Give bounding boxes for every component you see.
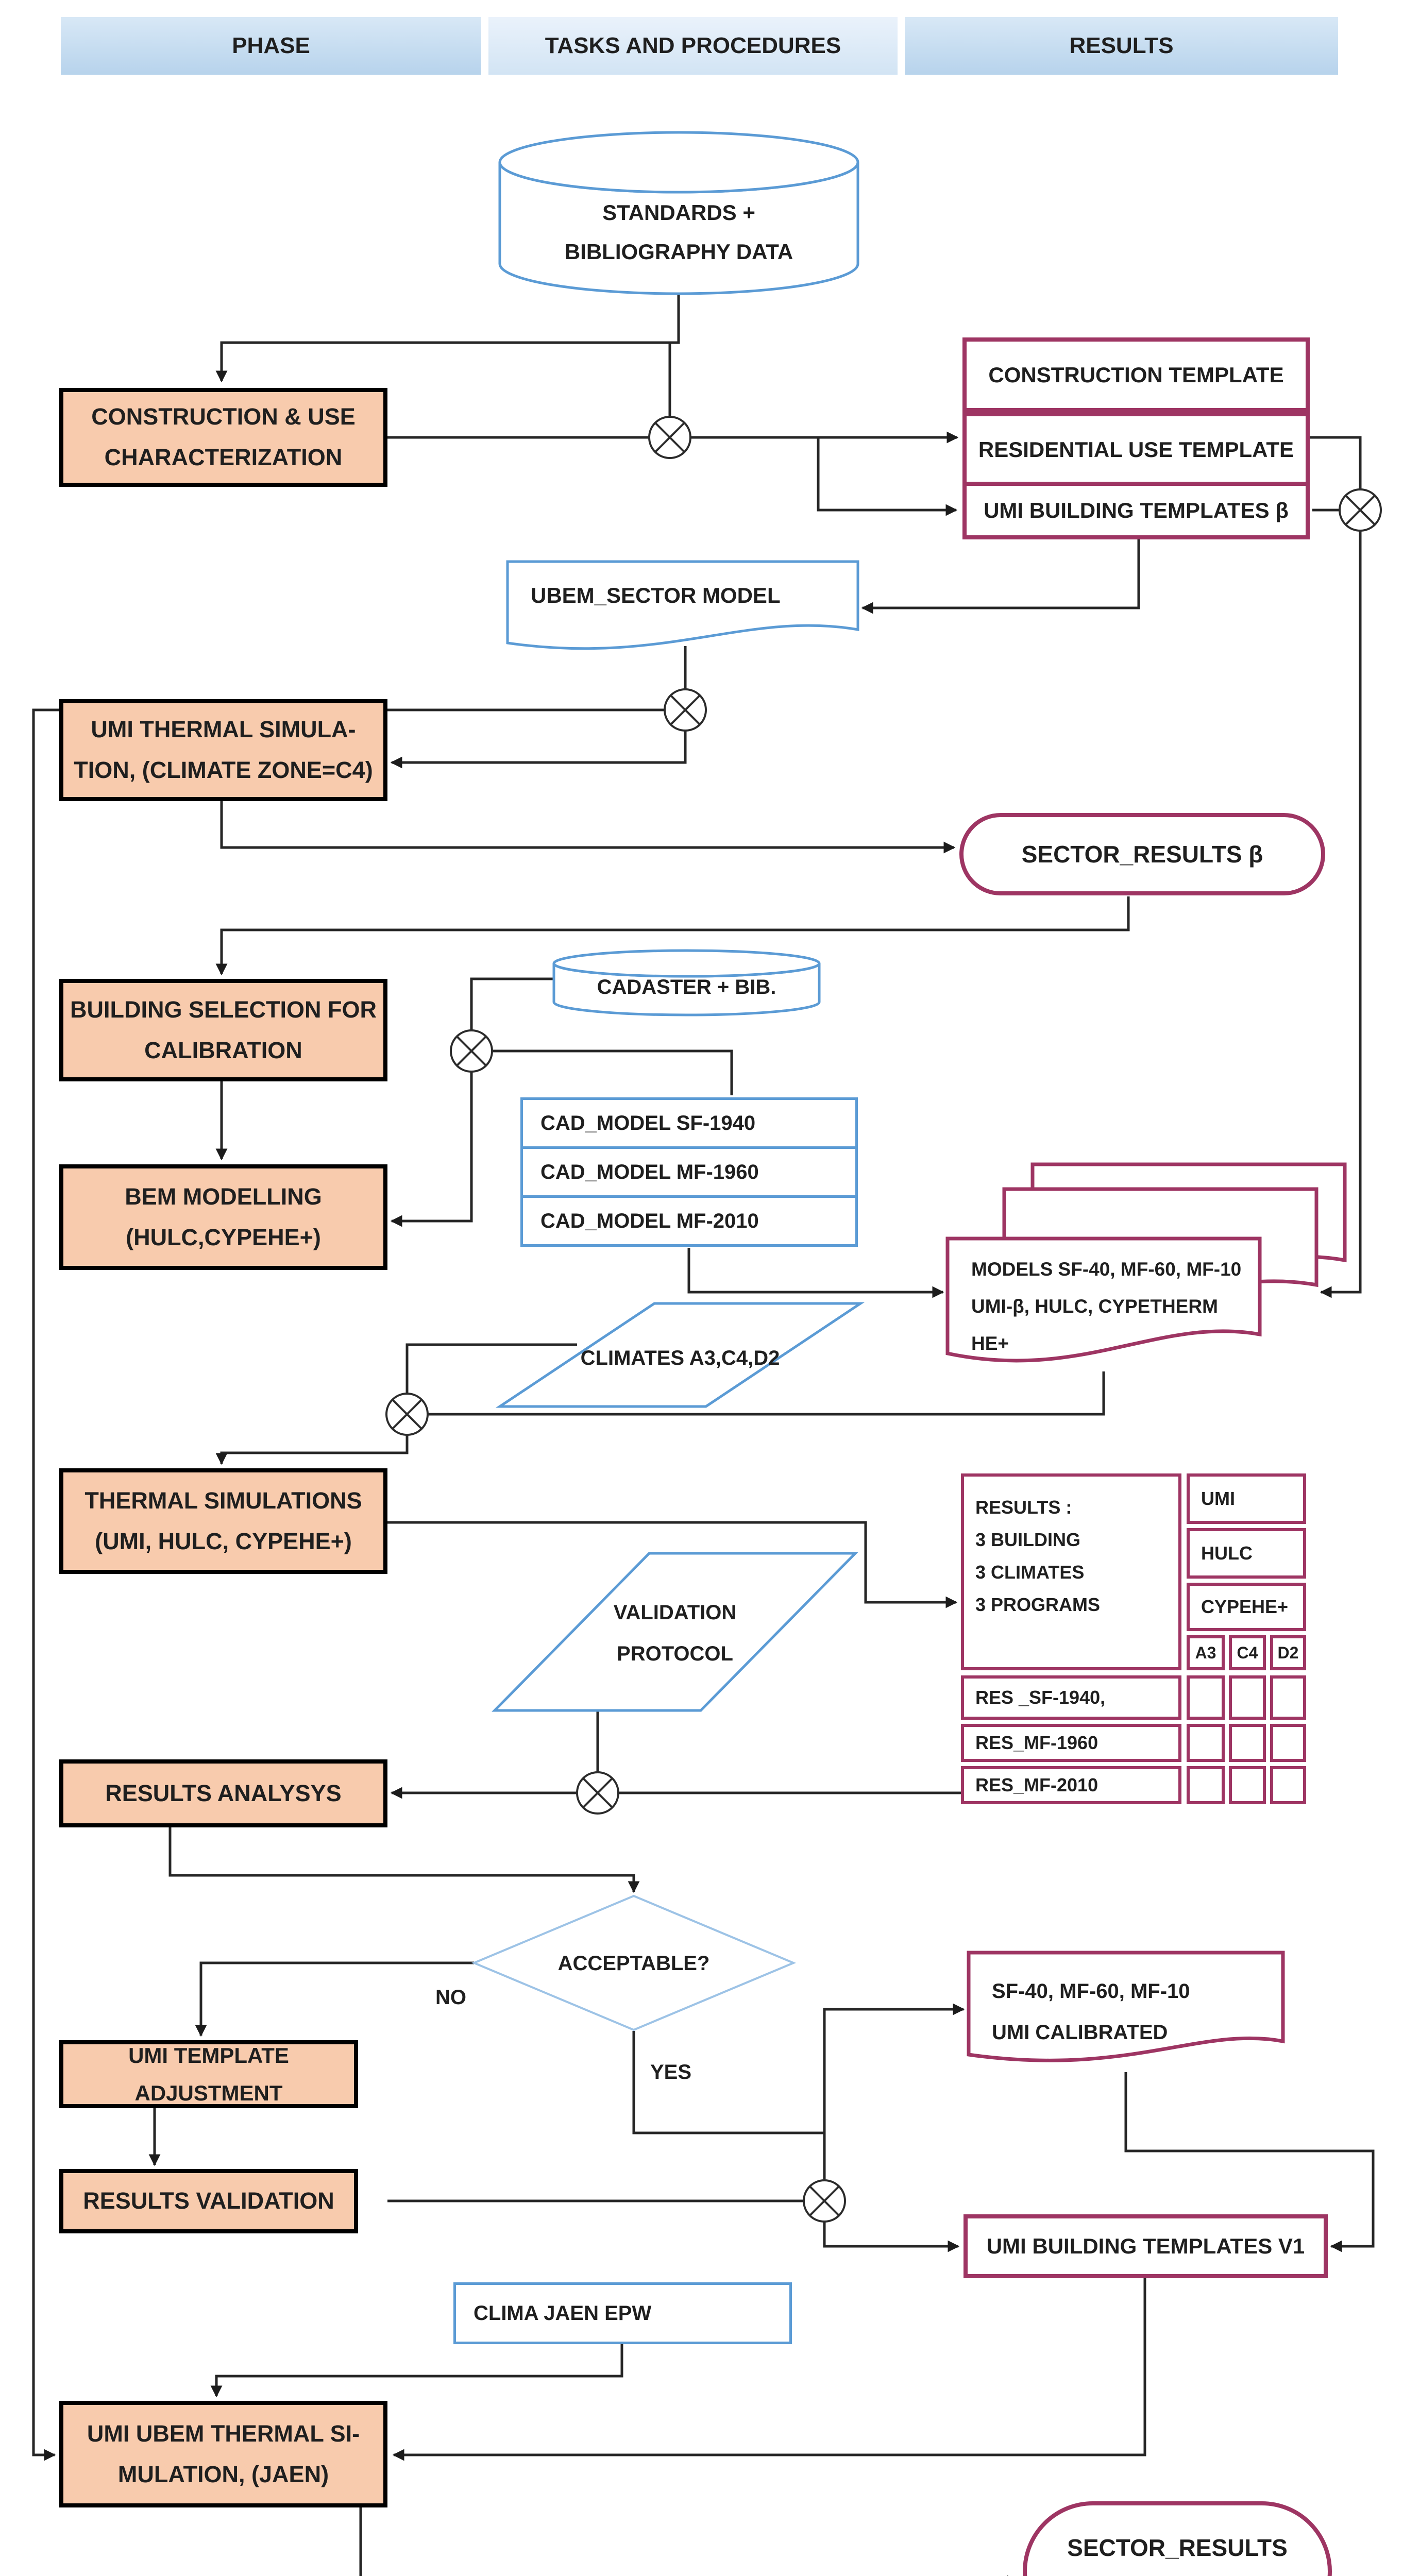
xfer-icon-construction bbox=[648, 416, 691, 459]
edge-calibrated-v1 bbox=[1124, 2072, 1375, 2252]
table-cell-mf1960-a3 bbox=[1187, 1724, 1225, 1762]
phase-umi-ubem-simulation: UMI UBEM THERMAL SI- MULATION, (JAEN) bbox=[59, 2401, 387, 2507]
table-row-mf2010: RES_MF-2010 bbox=[961, 1766, 1181, 1804]
cadaster-db-label: CADASTER + BIB. bbox=[597, 976, 776, 998]
edge-climates-xferE bbox=[405, 1343, 577, 1394]
task-cad-model-mf1960: CAD_MODEL MF-1960 bbox=[520, 1146, 858, 1198]
xfer-icon-validation bbox=[803, 2179, 846, 2223]
phase-umi-template-adjustment: UMI TEMPLATE ADJUSTMENT bbox=[59, 2040, 358, 2108]
table-col-c4: C4 bbox=[1229, 1635, 1266, 1670]
xfer-icon-cadaster bbox=[450, 1029, 493, 1073]
ubem-model-label: UBEM_SECTOR MODEL bbox=[531, 583, 781, 607]
edge-xferD-cadmodels bbox=[492, 1049, 733, 1095]
phase-results-analysys: RESULTS ANALYSYS bbox=[59, 1759, 387, 1827]
result-umi-templates-beta: UMI BUILDING TEMPLATES β bbox=[962, 482, 1310, 539]
edge-beta-ubemdoc bbox=[861, 539, 1140, 614]
phase-building-selection: BUILDING SELECTION FOR CALIBRATION bbox=[59, 979, 387, 1081]
table-cell-mf1960-d2 bbox=[1270, 1724, 1306, 1762]
ubem-model-document bbox=[506, 560, 859, 650]
edge-modelsdoc-xferE bbox=[428, 1371, 1105, 1416]
acceptable-diamond bbox=[471, 1894, 797, 2031]
edge-xferE-thermalsims bbox=[215, 1435, 409, 1465]
models-document-label: MODELS SF-40, MF-60, MF-10 UMI-β, HULC, … bbox=[971, 1259, 1242, 1354]
decision-yes-label: YES bbox=[650, 2061, 692, 2083]
edge-xferB-modelsdoc bbox=[1320, 531, 1362, 1298]
header-phase: PHASE bbox=[59, 15, 483, 76]
xfer-icon-analysys bbox=[576, 1771, 619, 1815]
table-cell-mf2010-d2 bbox=[1270, 1766, 1306, 1804]
xfer-icon-ubem-model bbox=[664, 688, 707, 732]
table-cell-mf1960-c4 bbox=[1229, 1724, 1266, 1762]
table-cell-mf2010-c4 bbox=[1229, 1766, 1266, 1804]
result-construction-template: CONSTRUCTION TEMPLATE bbox=[962, 337, 1310, 412]
table-program-umi: UMI bbox=[1187, 1473, 1306, 1524]
phase-bem-modelling: BEM MODELLING (HULC,CYPEHE+) bbox=[59, 1164, 387, 1270]
edge-umithermal-sectorbeta bbox=[220, 801, 956, 854]
edge-xferG-v1 bbox=[823, 2222, 960, 2252]
table-cell-sf1940-d2 bbox=[1270, 1675, 1306, 1720]
table-row-mf1960: RES_MF-1960 bbox=[961, 1724, 1181, 1762]
result-residential-template: RESIDENTIAL USE TEMPLATE bbox=[962, 412, 1310, 487]
edge-analysys-decision bbox=[168, 1827, 640, 1893]
validation-protocol-label: VALIDATION PROTOCOL bbox=[613, 1601, 737, 1665]
edge-cadmodels-modelsdoc bbox=[687, 1248, 944, 1298]
edge-xferD-bem bbox=[390, 1072, 473, 1227]
result-sector-results-final: SECTOR_RESULTS UBEM (JAEN.EPW) bbox=[1023, 2501, 1332, 2576]
edge-branch-beta bbox=[817, 437, 958, 516]
xfer-icon-templates bbox=[1339, 488, 1382, 532]
cadaster-db-cylinder-top bbox=[552, 949, 821, 978]
phase-construction-use: CONSTRUCTION & USE CHARACTERIZATION bbox=[59, 388, 387, 487]
edge-umiubem-final bbox=[359, 2507, 1019, 2576]
task-cad-model-mf2010: CAD_MODEL MF-2010 bbox=[520, 1195, 858, 1247]
standards-db-label: STANDARDS + BIBLIOGRAPHY DATA bbox=[564, 200, 793, 264]
table-summary-cell: RESULTS : 3 BUILDING 3 CLIMATES 3 PROGRA… bbox=[961, 1473, 1181, 1670]
table-cell-mf2010-a3 bbox=[1187, 1766, 1225, 1804]
result-umi-templates-v1: UMI BUILDING TEMPLATES V1 bbox=[963, 2214, 1328, 2278]
table-cell-sf1940-a3 bbox=[1187, 1675, 1225, 1720]
edge-db-construction bbox=[215, 295, 680, 383]
final-results-line1: SECTOR_RESULTS bbox=[1067, 2534, 1288, 2561]
task-cad-model-sf1940: CAD_MODEL SF-1940 bbox=[520, 1097, 858, 1149]
edge-clima-umiubem bbox=[210, 2344, 623, 2398]
table-col-a3: A3 bbox=[1187, 1635, 1225, 1670]
table-col-d2: D2 bbox=[1270, 1635, 1306, 1670]
result-sector-results-beta: SECTOR_RESULTS β bbox=[959, 813, 1325, 895]
table-row-sf1940: RES _SF-1940, bbox=[961, 1675, 1181, 1720]
xfer-icon-climates bbox=[385, 1393, 429, 1436]
phase-umi-thermal-simulation: UMI THERMAL SIMULA- TION, (CLIMATE ZONE=… bbox=[59, 699, 387, 801]
models-document bbox=[945, 1236, 1262, 1363]
table-program-hulc: HULC bbox=[1187, 1528, 1306, 1579]
table-cell-sf1940-c4 bbox=[1229, 1675, 1266, 1720]
acceptable-label: ACCEPTABLE? bbox=[557, 1952, 710, 1975]
edge-thermalsims-table bbox=[387, 1521, 958, 1608]
calibrated-document-label: SF-40, MF-60, MF-10 UMI CALIBRATED bbox=[992, 1980, 1190, 2044]
header-results: RESULTS bbox=[903, 15, 1340, 76]
edge-cadaster-xferD bbox=[470, 977, 554, 1030]
phase-results-validation: RESULTS VALIDATION bbox=[59, 2169, 358, 2233]
task-clima-jaen-epw: CLIMA JAEN EPW bbox=[453, 2282, 792, 2344]
header-tasks: TASKS AND PROCEDURES bbox=[487, 15, 899, 76]
table-program-cypehe: CYPEHE+ bbox=[1187, 1583, 1306, 1631]
edge-xferC-umithermal bbox=[390, 731, 687, 769]
climates-label: CLIMATES A3,C4,D2 bbox=[580, 1347, 780, 1369]
standards-db-cylinder-top bbox=[498, 131, 859, 194]
edge-sectorbeta-selection bbox=[215, 896, 1130, 976]
climates-parallelogram bbox=[495, 1302, 865, 1408]
edge-v1-umiubem bbox=[392, 2278, 1146, 2461]
phase-thermal-simulations: THERMAL SIMULATIONS (UMI, HULC, CYPEHE+) bbox=[59, 1468, 387, 1574]
final-results-line2: UBEM (JAEN.EPW) bbox=[1069, 2571, 1285, 2576]
decision-no-label: NO bbox=[435, 1986, 466, 2009]
edge-decision-no-adjustment bbox=[195, 1961, 474, 2037]
edge-templates-xferB bbox=[1310, 436, 1362, 489]
validation-parallelogram bbox=[492, 1552, 858, 1712]
calibrated-document bbox=[967, 1951, 1285, 2062]
